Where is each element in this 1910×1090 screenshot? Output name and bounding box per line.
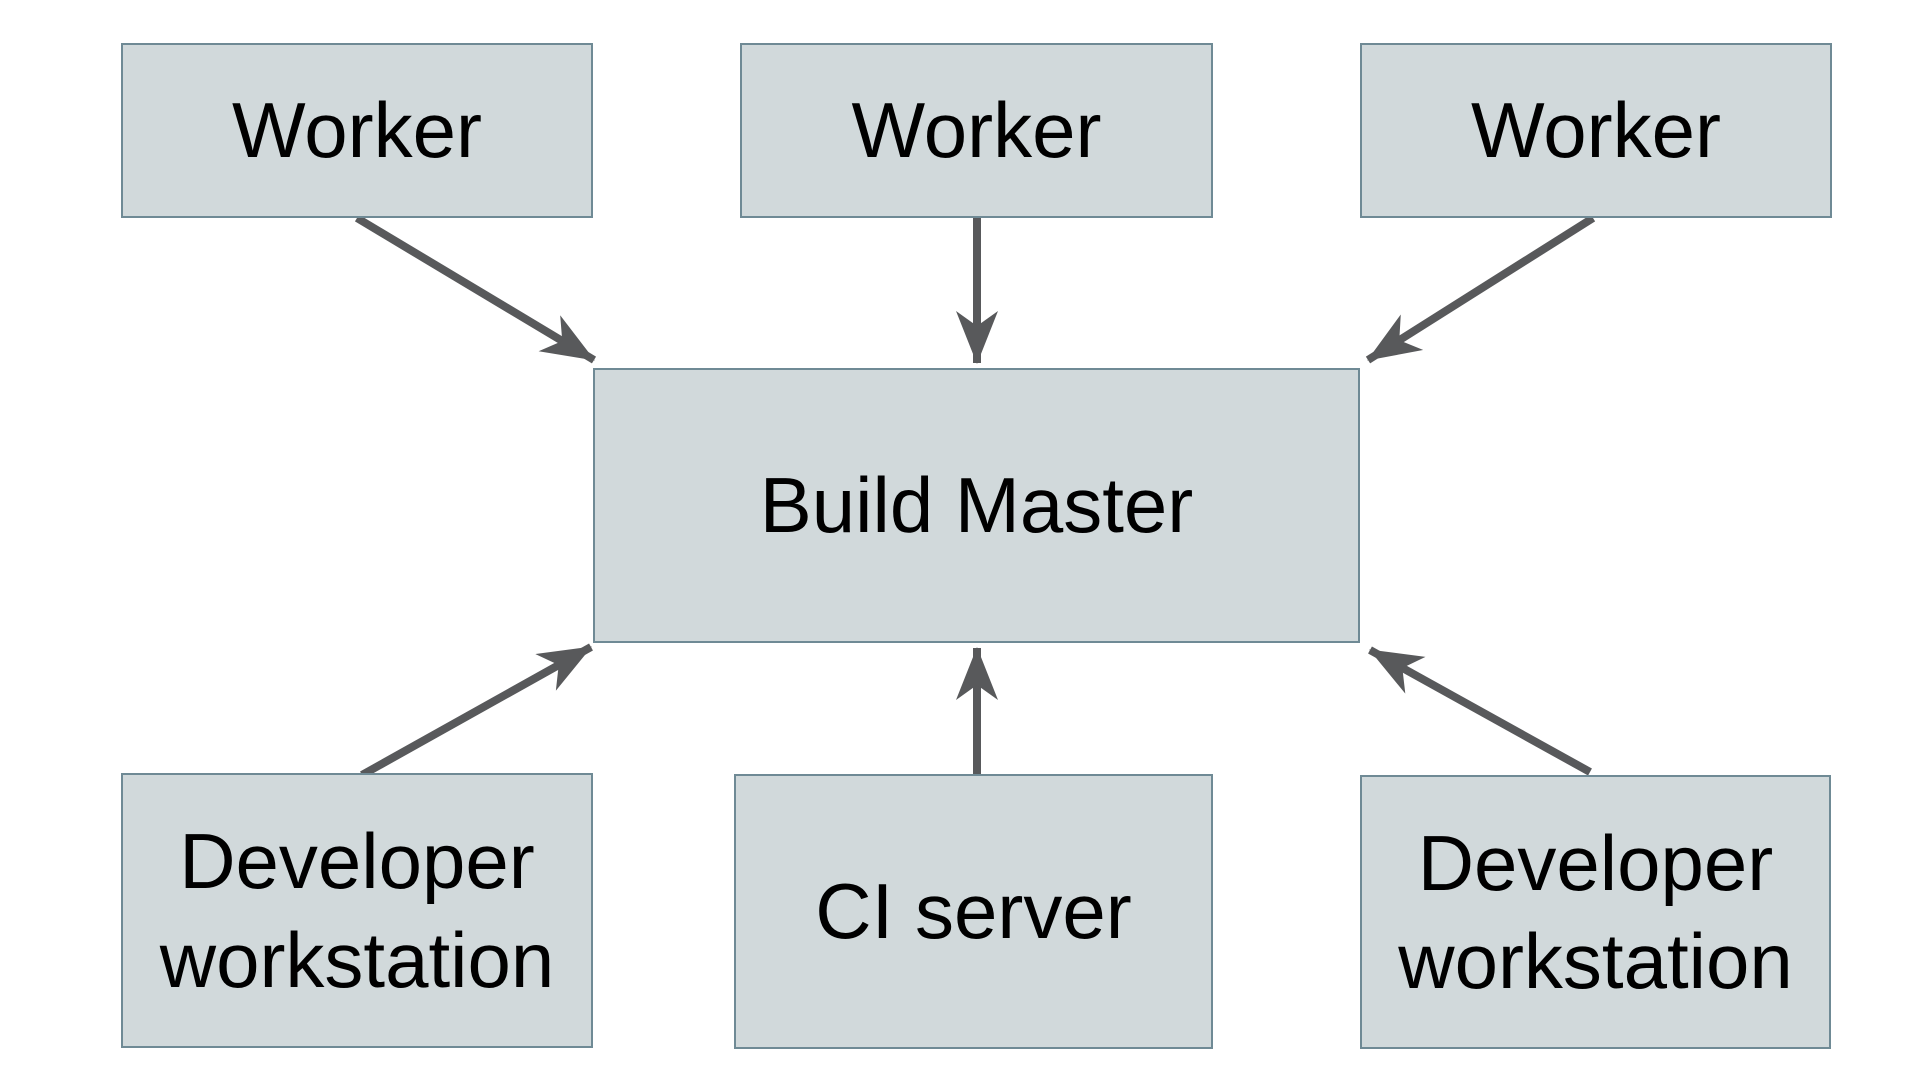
node-worker-1: Worker [121,43,593,218]
node-build-master-label: Build Master [759,461,1194,550]
node-worker-1-label: Worker [232,86,482,175]
node-build-master: Build Master [593,368,1360,643]
node-developer-workstation-2-label: Developer workstation [1398,818,1793,1005]
node-ci-server-label: CI server [815,867,1132,956]
node-developer-workstation-1-label: Developer workstation [159,817,555,1004]
node-developer-workstation-2: Developer workstation [1360,775,1831,1049]
arrow-devws2-to-buildmaster [1368,646,1592,776]
arrow-worker3-to-buildmaster [1365,214,1596,364]
node-worker-3: Worker [1360,43,1832,218]
node-worker-2: Worker [740,43,1213,218]
arrow-devws1-to-buildmaster [360,643,593,779]
node-worker-3-label: Worker [1471,86,1721,175]
node-worker-2-label: Worker [851,86,1102,175]
node-ci-server: CI server [734,774,1213,1049]
node-developer-workstation-1: Developer workstation [121,773,593,1048]
arrow-worker1-to-buildmaster [354,214,597,364]
